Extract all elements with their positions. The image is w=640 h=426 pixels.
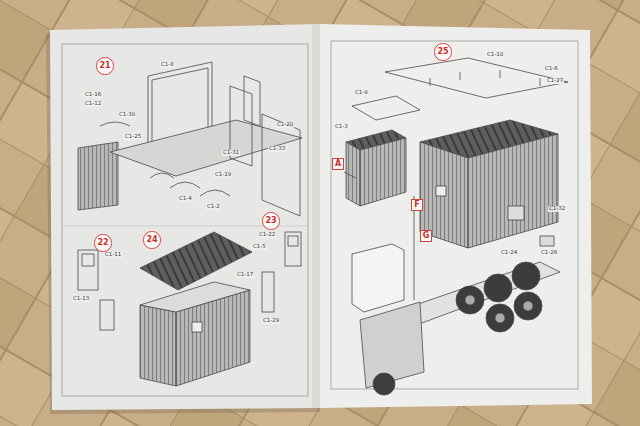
callout-letter: A: [332, 158, 344, 170]
part-number: C1-5: [252, 244, 267, 250]
part-number: C1-10: [486, 52, 504, 58]
step-label: F: [414, 201, 419, 209]
part-number: C1-31: [222, 150, 240, 156]
step-number: 24: [143, 231, 160, 248]
step-number: 23: [262, 212, 279, 229]
callout-letter: F: [411, 199, 423, 211]
part-number: C1-8: [160, 62, 175, 68]
part-number: C1-3: [334, 124, 349, 130]
step-label: 21: [99, 62, 110, 70]
part-number: C1-25: [124, 134, 142, 140]
step-number: 22: [94, 234, 111, 251]
step-label: 25: [437, 48, 448, 56]
step-number: 25: [434, 43, 451, 60]
step-label: 22: [97, 239, 108, 247]
callout-letter: G: [420, 230, 432, 242]
part-number: C1-16: [84, 92, 102, 98]
part-number: C1-17: [236, 272, 254, 278]
part-number: C1-30: [118, 112, 136, 118]
part-number: C1-4: [178, 196, 193, 202]
part-number: C1-6: [544, 66, 559, 72]
part-number: C1-13: [72, 296, 90, 302]
part-number: C1-2: [206, 204, 221, 210]
step-label: 24: [146, 236, 157, 244]
part-number: C1-19: [214, 172, 232, 178]
part-number: C1-12: [84, 101, 102, 107]
part-number: C1-20: [276, 122, 294, 128]
part-number: C1-32: [548, 206, 566, 212]
part-number: C1-24: [500, 250, 518, 256]
part-number: C1-9: [354, 90, 369, 96]
part-number: C1-22: [258, 232, 276, 238]
part-number: C1-26: [540, 250, 558, 256]
part-number: C1-27: [546, 78, 564, 84]
step-label: A: [335, 160, 341, 168]
step-number: 21: [96, 57, 113, 74]
part-number: C1-11: [104, 252, 122, 258]
step-label: 23: [265, 217, 276, 225]
part-number: C1-29: [262, 318, 280, 324]
part-number: C1-33: [268, 146, 286, 152]
step-label: G: [423, 232, 430, 240]
